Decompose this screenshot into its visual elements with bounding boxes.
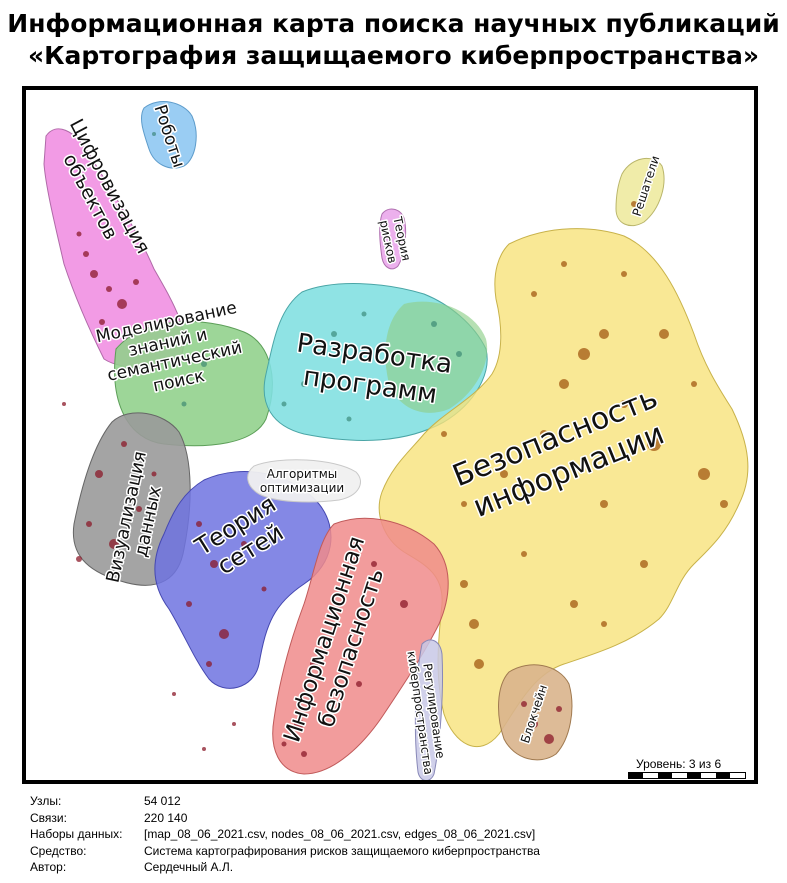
meta-row-tool: Средство: Система картографирования риск… <box>30 843 540 860</box>
cluster-region-solvers[interactable] <box>615 158 665 226</box>
cluster-region-infosec[interactable] <box>272 517 449 775</box>
meta-key: Узлы: <box>30 794 62 808</box>
scale-indicator: Уровень: 3 из 6 <box>628 757 748 779</box>
meta-row-nodes: Узлы: 54 012 <box>30 793 540 810</box>
meta-key: Средство: <box>30 843 87 858</box>
cluster-region-blockchain[interactable] <box>498 664 573 761</box>
meta-row-edges: Связи: 220 140 <box>30 810 540 827</box>
meta-value: Сердечный А.Л. <box>144 860 234 874</box>
meta-row-datasets: Наборы данных: [map_08_06_2021.csv, node… <box>30 826 540 843</box>
meta-value: Система картографирования рисков защищае… <box>144 843 540 858</box>
level-label: Уровень: 3 из 6 <box>636 757 722 771</box>
publication-nodes-software <box>152 132 462 422</box>
meta-value: 54 012 <box>144 794 181 808</box>
meta-key: Наборы данных: <box>30 827 123 841</box>
meta-row-author: Автор: Сердечный А.Л. <box>30 859 540 876</box>
map-title-line-1: Информационная карта поиска научных публ… <box>7 9 780 38</box>
cluster-region-software-overlap <box>385 301 488 413</box>
meta-key: Автор: <box>30 860 67 874</box>
cluster-region-regulation[interactable] <box>414 639 444 781</box>
map-metadata: Узлы: 54 012 Связи: 220 140 Наборы данны… <box>30 793 540 876</box>
cluster-label-regulation[interactable]: Регулированиекиберпространства <box>403 648 449 777</box>
cluster-region-optimization[interactable] <box>247 459 361 503</box>
map-title-line-2: «Картография защищаемого киберпространст… <box>27 41 760 70</box>
map-canvas[interactable]: Безопасностьинформации Разработкапрограм… <box>22 86 758 784</box>
meta-value: 220 140 <box>144 810 188 825</box>
publication-nodes <box>62 231 562 757</box>
cluster-region-risk[interactable] <box>379 208 407 270</box>
cluster-map: Безопасностьинформации Разработкапрограм… <box>43 101 749 781</box>
cluster-region-robots[interactable] <box>141 101 197 169</box>
publication-nodes-security <box>441 186 728 669</box>
map-title: Информационная карта поиска научных публ… <box>0 8 787 72</box>
meta-value: [map_08_06_2021.csv, nodes_08_06_2021.cs… <box>144 827 536 841</box>
scale-bar <box>628 772 746 779</box>
meta-key: Связи: <box>30 810 67 825</box>
